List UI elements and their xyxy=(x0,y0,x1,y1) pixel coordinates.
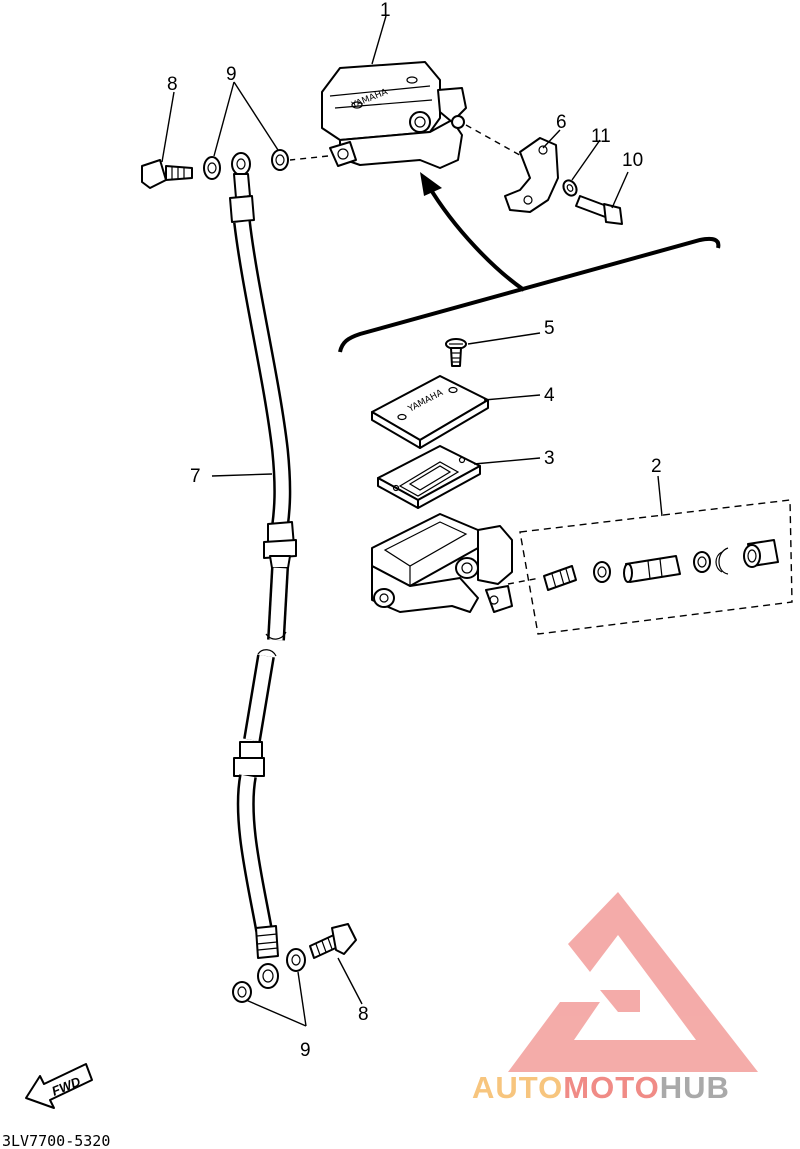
diaphragm-3 xyxy=(377,445,481,509)
bolt-10 xyxy=(575,195,623,225)
callout-6: 6 xyxy=(556,112,567,133)
washer-top-right xyxy=(271,149,289,171)
banjo-bolt-bottom xyxy=(309,923,357,959)
watermark-text: AUTOMOTOHUB xyxy=(472,1070,730,1105)
watermark-logo xyxy=(508,892,758,1072)
watermark-moto: MOTO xyxy=(563,1070,659,1105)
washer-11 xyxy=(562,179,578,197)
callout-7: 7 xyxy=(190,466,201,487)
master-cylinder-assembly: YAMAHA xyxy=(289,61,526,169)
callout-9-top: 9 xyxy=(226,64,237,85)
fwd-label: FWD xyxy=(50,1074,84,1099)
exploded-view-bracket xyxy=(338,236,721,353)
piston-kit-2 xyxy=(519,499,793,635)
callout-numbers: 1 2 3 4 5 6 7 8 9 10 11 8 9 xyxy=(167,0,662,1061)
callout-9-bottom: 9 xyxy=(300,1040,311,1061)
washer-bottom-right xyxy=(286,948,306,972)
reservoir-cover-4: YAMAHA xyxy=(371,375,489,449)
part-code: 3LV7700-5320 xyxy=(2,1132,110,1149)
washer-bottom-left xyxy=(232,981,252,1003)
triangle-logo-icon xyxy=(508,892,758,1072)
watermark-hub: HUB xyxy=(660,1070,730,1105)
callout-1: 1 xyxy=(380,0,391,21)
leader-lines xyxy=(161,15,663,1027)
fwd-arrow: FWD xyxy=(25,1063,93,1109)
callout-3: 3 xyxy=(544,448,555,469)
master-cylinder-body xyxy=(371,513,541,613)
callout-2: 2 xyxy=(651,456,662,477)
callout-11: 11 xyxy=(591,126,611,147)
washer-top-left xyxy=(203,156,221,180)
watermark-auto: AUTO xyxy=(472,1070,563,1105)
brake-hose-7 xyxy=(229,152,297,989)
zoom-arrow xyxy=(420,172,526,292)
callout-10: 10 xyxy=(622,150,643,171)
callout-8-top: 8 xyxy=(167,74,178,95)
banjo-bolt-top xyxy=(141,159,193,189)
cap-screw-5 xyxy=(445,338,467,367)
triangle-logo-inner-icon xyxy=(600,990,640,1012)
handlebar-holder xyxy=(504,137,559,213)
callout-5: 5 xyxy=(544,318,555,339)
callout-4: 4 xyxy=(544,385,555,406)
callout-8-bottom: 8 xyxy=(358,1004,369,1025)
